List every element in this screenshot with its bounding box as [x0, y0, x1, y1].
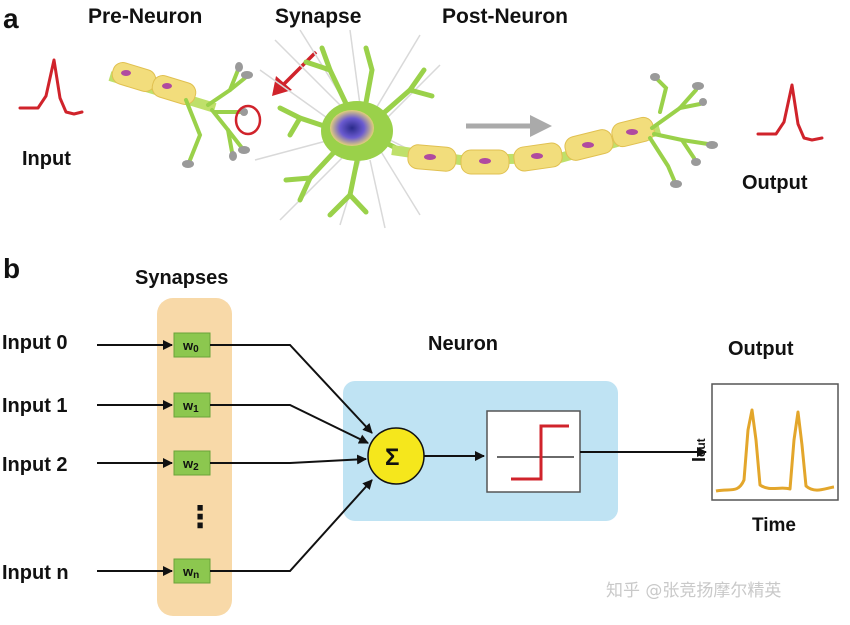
weight-box-w2: w2: [173, 450, 211, 476]
weight-w0-base: w: [182, 338, 194, 353]
input-n-label: Input n: [2, 562, 69, 584]
panel-b: b Synapses Input 0 Input 1 Input 2 Input…: [2, 253, 839, 616]
output-plot: [711, 383, 839, 501]
output-label-b: Output: [728, 338, 794, 360]
panel-a: a Pre-Neuron Synapse Post-Neuron Input: [3, 3, 824, 229]
weight-w2-base: w: [182, 456, 194, 471]
svg-text:wn: wn: [182, 564, 199, 581]
svg-text:w0: w0: [182, 338, 199, 355]
weight-wn-base: w: [182, 564, 194, 579]
synapse-highlight-circle: [234, 104, 262, 136]
input-0-label: Input 0: [2, 332, 68, 354]
plot-ylabel-base: I: [689, 457, 709, 462]
signal-direction-arrowhead: [530, 115, 552, 137]
axon-terminal-buttons: [182, 62, 253, 168]
weight-box-wn: wn: [173, 558, 211, 584]
weight-w1-sub: 1: [193, 404, 199, 415]
activation-function-box: [486, 410, 581, 493]
plot-ylabel-sub: out: [694, 438, 708, 457]
panel-a-label: a: [3, 3, 19, 34]
weight-w1-base: w: [182, 398, 194, 413]
plot-xlabel: Time: [752, 515, 796, 536]
synapses-label: Synapses: [135, 267, 228, 289]
post-neuron-axon: [391, 116, 662, 175]
svg-text:w1: w1: [182, 398, 199, 415]
weight-to-sum-arrows: [210, 344, 373, 572]
post-terminal-buttons: [650, 73, 718, 188]
input-arrows: [97, 340, 173, 576]
synapse-label: Synapse: [275, 5, 361, 28]
weights-ellipsis: ⋮: [185, 501, 215, 534]
plot-ylabel: Iout: [689, 438, 709, 462]
input-spike-icon: [18, 58, 84, 116]
svg-text:w2: w2: [182, 456, 199, 473]
pre-neuron-terminal: [184, 68, 247, 162]
neuron-label: Neuron: [428, 333, 498, 355]
synapse-pointer-arrow: [280, 50, 318, 88]
output-label-a: Output: [742, 172, 808, 194]
output-spike-icon: [756, 83, 824, 142]
weight-box-w1: w1: [173, 392, 211, 418]
weight-box-w0: w0: [173, 332, 211, 358]
sum-symbol: Σ: [385, 444, 399, 471]
post-neuron-label: Post-Neuron: [442, 5, 568, 28]
weight-w2-sub: 2: [193, 462, 199, 473]
weight-w0-sub: 0: [193, 344, 199, 355]
input-1-label: Input 1: [2, 395, 68, 417]
pre-neuron-axon: [108, 62, 217, 113]
pre-neuron-label: Pre-Neuron: [88, 5, 202, 28]
weight-wn-sub: n: [193, 570, 199, 581]
neuron-cell-body: [254, 29, 451, 229]
post-neuron-terminal: [648, 78, 710, 182]
input-2-label: Input 2: [2, 454, 68, 476]
watermark-text: 知乎 @张竞扬摩尔精英: [606, 581, 781, 601]
panel-b-label: b: [3, 253, 20, 284]
input-label: Input: [22, 148, 71, 170]
